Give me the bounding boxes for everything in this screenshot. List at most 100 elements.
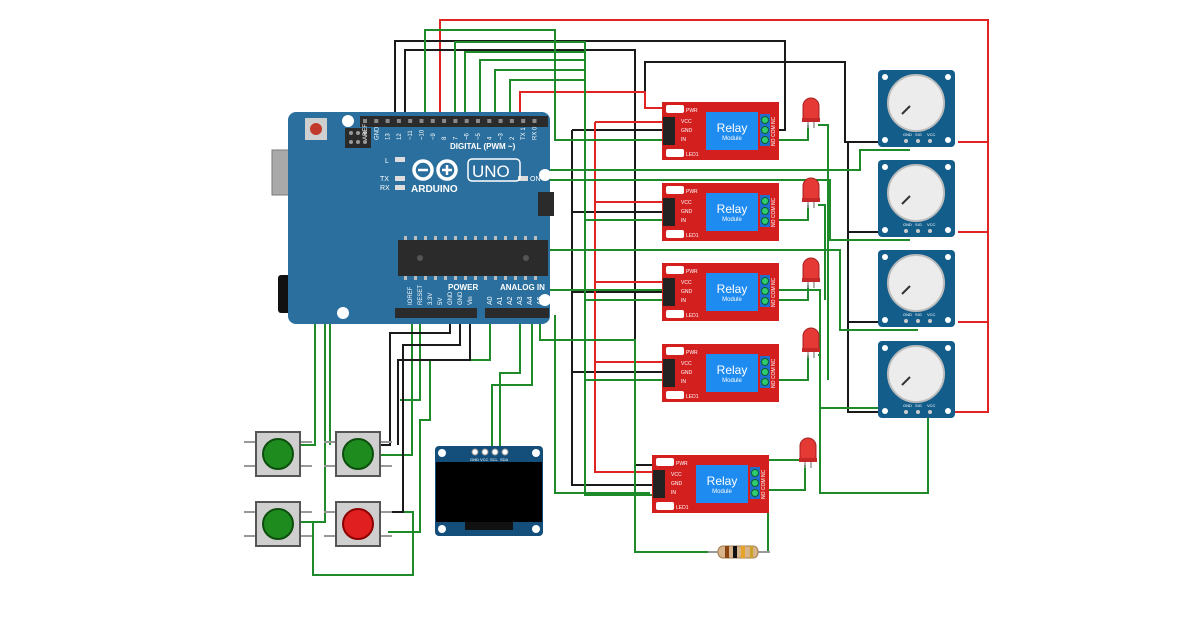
digital-pin-label: ~3: [499, 132, 505, 140]
oled-pin-label: VCC: [480, 457, 489, 462]
com-label: COM: [771, 286, 777, 298]
analog-pin-label: A1: [497, 296, 504, 305]
oled-pin-label: SDA: [500, 457, 509, 462]
pot-knob: [887, 345, 945, 403]
wire-black: [847, 142, 880, 413]
vcc-label: VCC: [671, 472, 682, 478]
power-pin-label: Vin: [468, 296, 474, 305]
oled-pin-label: GND: [470, 457, 479, 462]
wire-black: [644, 61, 880, 143]
analog-pin-label: A0: [487, 296, 494, 305]
mount-hole: [945, 317, 951, 323]
pwr-label: PWR: [686, 189, 698, 195]
pot-pin: [904, 229, 908, 233]
led-rx-label: RX: [380, 185, 390, 192]
digital-label: DIGITAL (PWM ~): [450, 142, 516, 151]
mount-hole: [882, 137, 888, 143]
vcc-label: VCC: [681, 119, 692, 125]
led-rim: [799, 458, 817, 462]
analog-pin-label: A2: [507, 296, 514, 305]
pot-knob: [887, 74, 945, 132]
relay-subtitle: Module: [722, 217, 742, 223]
pwr-label: PWR: [676, 461, 688, 467]
wire-green: [388, 320, 491, 533]
relay-subtitle: Module: [722, 136, 742, 142]
wire-green: [818, 124, 829, 380]
digital-pin-label: RX 0: [533, 126, 539, 140]
oled-pin: [471, 448, 479, 456]
red-led: [802, 327, 820, 358]
red-led: [799, 437, 817, 468]
pot-indicator: [901, 105, 911, 115]
analog-pin-label: A5: [537, 296, 544, 305]
led1: [656, 502, 674, 510]
no-label: NO: [771, 299, 777, 307]
relay-title: Relay: [717, 202, 748, 216]
pot-pin-label: VCC: [927, 222, 936, 227]
terminal-screw: [761, 136, 769, 144]
wire-red: [519, 91, 662, 120]
pot-pin-label: VCC: [927, 403, 936, 408]
wire-black: [397, 315, 471, 445]
power-pin-label: 3.3V: [428, 293, 434, 305]
wire-green: [778, 125, 809, 141]
relay-header: [663, 198, 675, 226]
terminal-screw: [751, 489, 759, 497]
pot-pin: [928, 229, 932, 233]
digital-pin-label: ~10: [420, 129, 426, 140]
terminal-screw: [751, 469, 759, 477]
mount-hole: [945, 345, 951, 351]
terminal-screw: [751, 479, 759, 487]
pwr-led: [666, 186, 684, 194]
gnd-label: GND: [681, 209, 693, 215]
relay-header: [653, 470, 665, 498]
header-pin: [498, 119, 503, 123]
wire-green: [479, 59, 662, 301]
power-header: [395, 308, 477, 318]
wire-green: [499, 315, 521, 452]
pot-pin-label: GND: [903, 403, 912, 408]
relay-title: Relay: [707, 474, 738, 488]
digital-pin-label: TX 1: [521, 127, 527, 140]
pot-pin-label: GND: [903, 312, 912, 317]
button-cap: [262, 508, 294, 540]
com-label: COM: [771, 206, 777, 218]
header-pin: [487, 119, 492, 123]
pot-knob: [887, 164, 945, 222]
relay-body: [706, 354, 758, 392]
header-pin: [464, 119, 469, 123]
com-label: COM: [771, 367, 777, 379]
pot-pin: [928, 139, 932, 143]
header-pin: [476, 119, 480, 123]
gnd-label: GND: [681, 289, 693, 295]
mount-hole: [882, 408, 888, 414]
led-dome: [802, 327, 820, 351]
digital-pin-label: 2: [510, 136, 516, 140]
wire-green: [539, 315, 712, 553]
push-button: [244, 501, 312, 547]
oled-pin: [491, 448, 499, 456]
power-pin-label: GND: [458, 291, 464, 305]
terminal-screw: [761, 297, 769, 305]
header-pin: [430, 119, 435, 123]
terminal-screw: [761, 116, 769, 124]
led-rim: [802, 348, 820, 352]
led1: [666, 310, 684, 318]
mount-hole: [882, 254, 888, 260]
digital-pin-label: 4: [487, 136, 493, 140]
in-label: IN: [671, 490, 676, 496]
led-rim: [802, 198, 820, 202]
pot-pin-label: GND: [903, 222, 912, 227]
pot-pin-label: GND: [903, 132, 912, 137]
digital-pin-label: 12: [397, 133, 403, 140]
digital-pin-label: ~11: [408, 130, 414, 140]
relay-header: [663, 359, 675, 387]
pot-indicator: [901, 285, 911, 295]
pot-pin-label: SIG: [915, 403, 922, 408]
header-pin: [442, 119, 447, 123]
oled-pin: [501, 448, 509, 456]
